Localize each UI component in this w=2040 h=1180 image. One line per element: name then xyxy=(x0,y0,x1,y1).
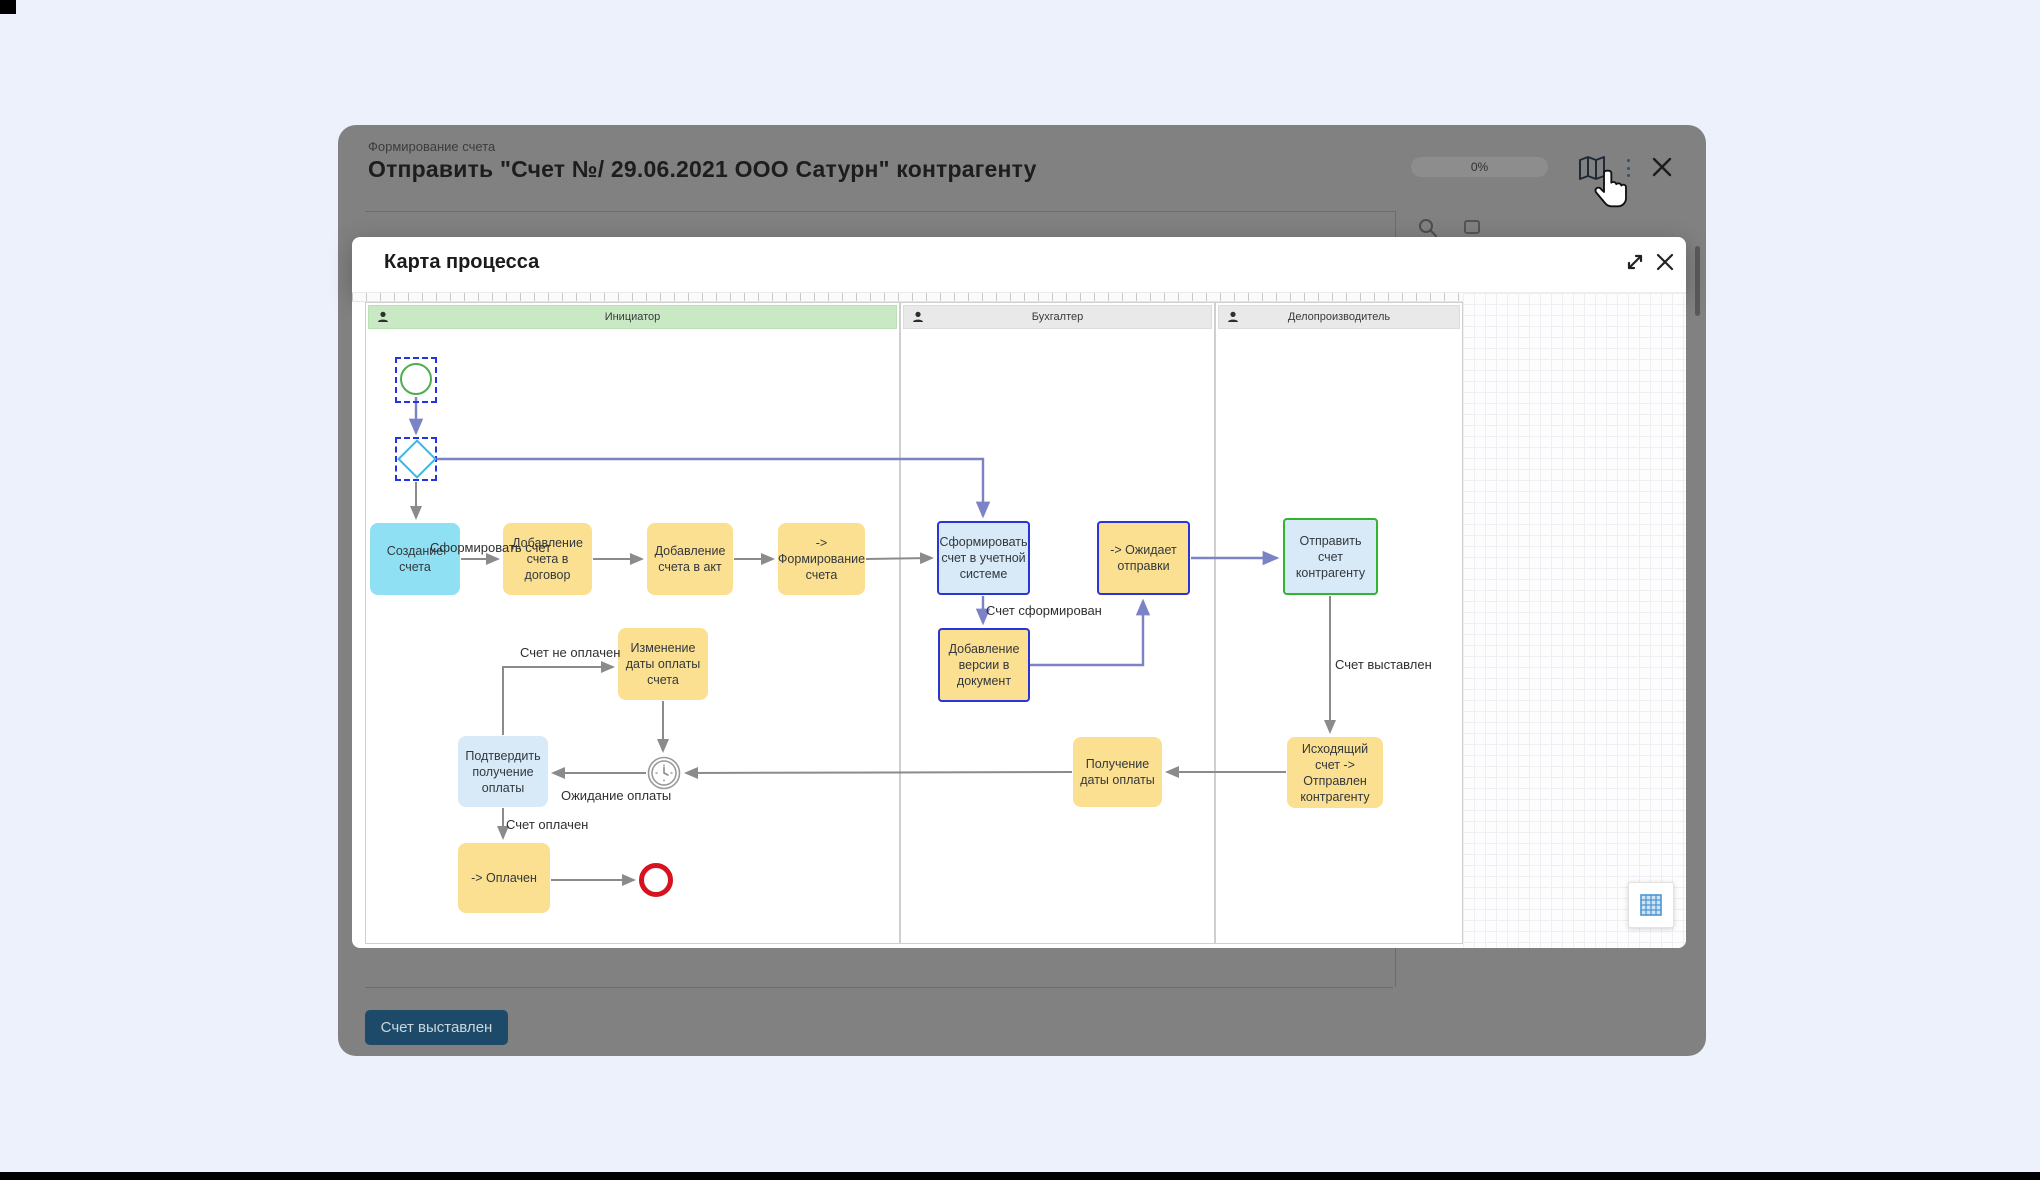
close-icon[interactable] xyxy=(1650,155,1674,179)
screen-artifact-bottom xyxy=(0,1172,2040,1180)
task-send-to-counterparty[interactable]: Отправить счет контрагенту xyxy=(1283,518,1378,595)
task-add-to-act[interactable]: Добавление счета в акт xyxy=(647,523,733,595)
task-add-to-contract[interactable]: Добавление счета в договор xyxy=(503,523,592,595)
task-form-in-system[interactable]: Сформировать счет в учетной системе xyxy=(937,521,1030,595)
edge-label-awaiting-payment: Ожидание оплаты xyxy=(561,788,671,803)
task-outgoing-sent[interactable]: Исходящий счет -> Отправлен контрагенту xyxy=(1287,737,1383,808)
task-paid[interactable]: -> Оплачен xyxy=(458,843,550,913)
close-icon[interactable] xyxy=(1652,249,1678,275)
scrollbar[interactable] xyxy=(1695,246,1700,316)
invoice-issued-button[interactable]: Счет выставлен xyxy=(365,1010,508,1045)
process-map-dialog-header xyxy=(352,237,1686,293)
edge-label-invoice-unpaid: Счет не оплачен xyxy=(520,645,620,660)
screen-artifact-topleft xyxy=(0,0,16,14)
breadcrumb: Формирование счета xyxy=(368,139,495,154)
gateway-diamond xyxy=(397,439,437,479)
gateway[interactable] xyxy=(395,437,437,481)
task-add-version[interactable]: Добавление версии в документ xyxy=(938,628,1030,702)
grid-icon xyxy=(1640,894,1662,916)
task-confirm-payment[interactable]: Подтвердить получение оплаты xyxy=(458,736,548,807)
process-map-canvas: Инициатор Бухгалтер Делопроизводитель xyxy=(352,293,1686,948)
kebab-menu-icon[interactable] xyxy=(1624,157,1632,179)
task-create-invoice[interactable]: Создание счета xyxy=(370,523,460,595)
minimap-button[interactable] xyxy=(1628,882,1674,928)
progress-bar: 0% xyxy=(1411,157,1548,177)
task-get-pay-date[interactable]: Получение даты оплаты xyxy=(1073,737,1162,807)
expand-icon[interactable] xyxy=(1622,249,1648,275)
end-event[interactable] xyxy=(639,863,673,897)
edge-label-form-invoice: Сформировать счет xyxy=(430,540,551,555)
page-title: Отправить "Счет №/ 29.06.2021 ООО Сатурн… xyxy=(368,156,1037,183)
panel-icon xyxy=(1464,220,1480,234)
search-icon xyxy=(1418,218,1438,238)
flow-connectors xyxy=(352,293,1686,948)
process-map-icon[interactable] xyxy=(1578,155,1606,181)
start-event[interactable] xyxy=(395,357,437,403)
toolbar-divider xyxy=(365,211,1395,212)
edge-label-invoice-formed: Счет сформирован xyxy=(986,603,1102,618)
footer-divider xyxy=(365,987,1393,988)
dialog-title: Карта процесса xyxy=(384,251,539,274)
edge-label-invoice-issued: Счет выставлен xyxy=(1335,657,1432,672)
task-change-pay-date[interactable]: Изменение даты оплаты счета xyxy=(618,628,708,700)
start-event-circle xyxy=(400,363,432,395)
progress-value: 0% xyxy=(1471,160,1488,174)
timer-event[interactable] xyxy=(647,756,681,790)
edge-label-invoice-paid: Счет оплачен xyxy=(506,817,588,832)
task-form-invoice[interactable]: -> Формирование счета xyxy=(778,523,865,595)
task-awaiting-send[interactable]: -> Ожидает отправки xyxy=(1097,521,1190,595)
